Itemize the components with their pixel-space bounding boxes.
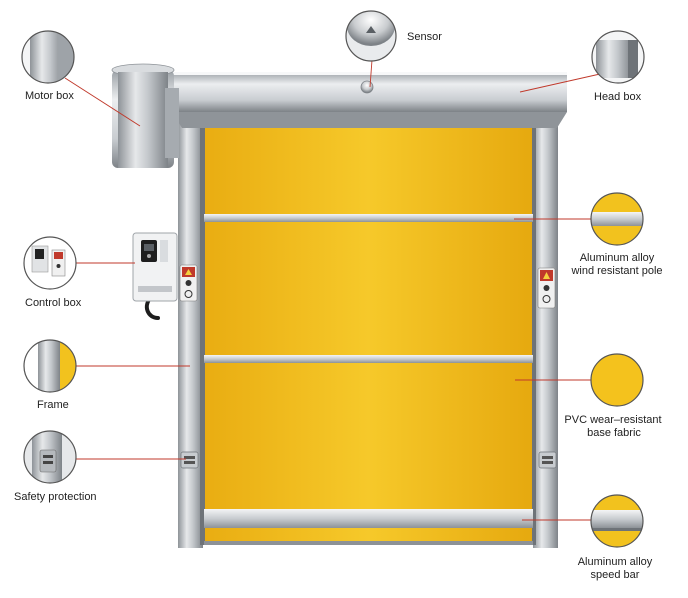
label-wind-pole-line2: wind resistant pole: [571, 265, 663, 277]
callout-lines: [64, 59, 601, 521]
label-safety-protection: Safety protection: [14, 491, 97, 503]
label-pvc-line2: base fabric: [587, 427, 641, 439]
fabric-panel-top: [205, 126, 532, 214]
callout-control-box: [23, 236, 77, 290]
label-speed-bar-line1: Aluminum alloy: [577, 556, 653, 568]
warning-plate-right: [537, 267, 556, 309]
control-box: [132, 232, 178, 320]
callout-head-box: [591, 30, 645, 84]
callout-pvc-fabric: [590, 353, 644, 407]
label-wind-pole-line1: Aluminum alloy: [579, 252, 655, 264]
callout-wind-pole: [590, 192, 644, 246]
callout-frame: [23, 339, 77, 393]
label-sensor: Sensor: [407, 31, 442, 43]
label-motor-box: Motor box: [25, 90, 74, 102]
door: [111, 63, 567, 548]
motor-box: [111, 63, 179, 168]
warning-plate-left: [179, 264, 198, 302]
callout-speed-bar: [590, 494, 644, 548]
fabric-panel-lower: [205, 363, 532, 509]
right-frame: [533, 115, 558, 548]
label-speed-bar-line2: speed bar: [590, 569, 640, 581]
speed-bar: [204, 509, 533, 528]
label-frame: Frame: [37, 399, 69, 411]
safety-sensor-left: [180, 451, 199, 469]
wind-pole-1: [204, 214, 533, 222]
callout-sensor: [345, 10, 397, 62]
safety-sensor-right: [538, 451, 557, 469]
callout-safety: [23, 430, 77, 484]
wind-pole-2: [204, 355, 533, 363]
label-control-box: Control box: [25, 297, 82, 309]
label-pvc-line1: PVC wear–resistant: [564, 414, 662, 426]
left-frame: [178, 115, 203, 548]
callout-motor-box: [21, 30, 75, 84]
label-head-box: Head box: [594, 91, 642, 103]
fabric-panel-middle: [205, 222, 532, 355]
